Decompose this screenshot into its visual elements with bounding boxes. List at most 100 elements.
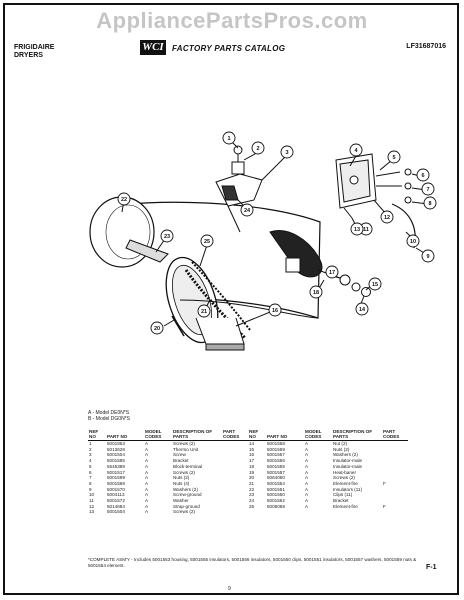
cell-ref: 10 bbox=[89, 492, 95, 498]
svg-text:13: 13 bbox=[354, 227, 360, 233]
page-frame bbox=[3, 3, 459, 595]
svg-text:4: 4 bbox=[354, 148, 358, 154]
callout-22: 22 bbox=[117, 192, 131, 206]
cell-model: A bbox=[305, 446, 309, 452]
svg-text:9: 9 bbox=[426, 254, 429, 260]
cell-desc: Element-fire bbox=[333, 480, 358, 486]
callout-13b: 13 bbox=[350, 222, 364, 236]
cell-part: 5001599 bbox=[107, 475, 125, 481]
cell-model: A bbox=[305, 469, 309, 475]
col-part-codes: PART CODES bbox=[382, 429, 408, 441]
col-part-no: PART NO bbox=[106, 429, 144, 441]
cell-desc: Nuts (2) bbox=[173, 475, 190, 481]
cell-ref: 5 bbox=[89, 463, 92, 469]
cell-ref: 23 bbox=[249, 492, 255, 498]
cell-code bbox=[382, 509, 408, 515]
svg-text:12: 12 bbox=[384, 215, 390, 221]
cell-part: 5005068 bbox=[267, 503, 285, 509]
cell-model: A bbox=[305, 441, 309, 446]
cell-part: 5013628 bbox=[107, 446, 125, 452]
svg-text:21: 21 bbox=[201, 309, 207, 315]
cell-model: A bbox=[145, 469, 149, 475]
cell-ref: 13 bbox=[89, 509, 95, 515]
cell-part: 5001504 bbox=[107, 452, 125, 458]
col-ref-no: REF NO bbox=[88, 429, 106, 441]
callout-24: 24 bbox=[240, 203, 254, 217]
cell-model: A bbox=[305, 503, 309, 509]
cell-part: 5001559 bbox=[267, 446, 285, 452]
parts-table: REF NO PART NO MODEL CODES DESCRIPTION O… bbox=[88, 429, 408, 515]
callout-21: 21 bbox=[197, 304, 211, 318]
cell-ref: 9 bbox=[89, 486, 92, 492]
cell-ref: 18 bbox=[249, 463, 255, 469]
svg-text:18: 18 bbox=[313, 290, 319, 296]
cell-desc: Bracket bbox=[173, 458, 189, 464]
cell-desc: Insulator-male bbox=[333, 463, 363, 469]
cell-ref: 16 bbox=[249, 452, 255, 458]
cell-ref: 24 bbox=[249, 498, 255, 504]
cell-model: A bbox=[145, 441, 149, 446]
cell-desc bbox=[332, 509, 382, 515]
cell-part: 5001558 bbox=[267, 441, 285, 446]
cell-part: 5004113 bbox=[107, 492, 125, 498]
cell-part: 5001551 bbox=[267, 486, 285, 492]
cell-model: A bbox=[145, 463, 149, 469]
cell-part: 5001554 bbox=[267, 480, 285, 486]
cell-model: A bbox=[145, 475, 149, 481]
product-line: DRYERS bbox=[14, 52, 43, 59]
cell-desc: Washer bbox=[173, 498, 189, 504]
cell-ref: 4 bbox=[89, 458, 92, 464]
cell-desc: Screw bbox=[173, 452, 186, 458]
cell-desc: Thermo Unit bbox=[173, 446, 199, 452]
cell-ref: 11 bbox=[89, 498, 94, 504]
cell-ref: 8 bbox=[89, 480, 92, 486]
cell-desc: Screw-ground bbox=[173, 492, 202, 498]
cell-part: 5001550 bbox=[267, 492, 285, 498]
callout-5: 5 bbox=[387, 150, 401, 164]
legend-model-a: A - Model DE0N*S bbox=[88, 410, 130, 416]
cell-desc: Insulators (11) bbox=[333, 486, 363, 492]
cell-model: A bbox=[145, 452, 149, 458]
callout-20: 20 bbox=[150, 321, 164, 335]
col-ref-no: REF NO bbox=[248, 429, 266, 441]
callout-15: 15 bbox=[368, 277, 382, 291]
callout-14: 14 bbox=[355, 302, 369, 316]
cell-desc: Block-terminal bbox=[173, 463, 203, 469]
cell-model: A bbox=[305, 492, 309, 498]
brand-block: FRIGIDAIRE DRYERS bbox=[14, 44, 54, 60]
cell-part: 5001853 bbox=[107, 441, 125, 446]
brand-name: FRIGIDAIRE bbox=[14, 44, 55, 51]
catalog-code: LF31687016 bbox=[406, 43, 446, 50]
svg-text:3: 3 bbox=[285, 150, 288, 156]
cell-model: A bbox=[145, 446, 149, 452]
cell-ref: 20 bbox=[249, 475, 255, 481]
cell-part: 5001562 bbox=[267, 498, 285, 504]
cell-ref: 2 bbox=[89, 446, 92, 452]
cell-model: A bbox=[145, 509, 149, 515]
svg-text:22: 22 bbox=[121, 197, 127, 203]
cell-desc: Strap-ground bbox=[173, 503, 200, 509]
svg-text:20: 20 bbox=[154, 326, 160, 332]
cell-code: F bbox=[383, 503, 386, 509]
callout-7: 7 bbox=[421, 182, 435, 196]
cell-desc: Screws (2) bbox=[173, 509, 195, 515]
watermark: AppliancePartsPros.com bbox=[96, 8, 368, 33]
legend-model-b: B - Model DG0N*S bbox=[88, 416, 130, 422]
svg-text:25: 25 bbox=[204, 239, 210, 245]
cell-ref: 22 bbox=[249, 486, 255, 492]
cell-desc: Nuts (4) bbox=[173, 480, 190, 486]
callout-18: 18 bbox=[309, 285, 323, 299]
cell-model: A bbox=[145, 498, 149, 504]
col-model-codes: MODEL CODES bbox=[144, 429, 172, 441]
assembly-footnote: *COMPLETE ASM'Y - Includes 5001553 housi… bbox=[88, 557, 417, 568]
cell-model: A bbox=[305, 463, 309, 469]
